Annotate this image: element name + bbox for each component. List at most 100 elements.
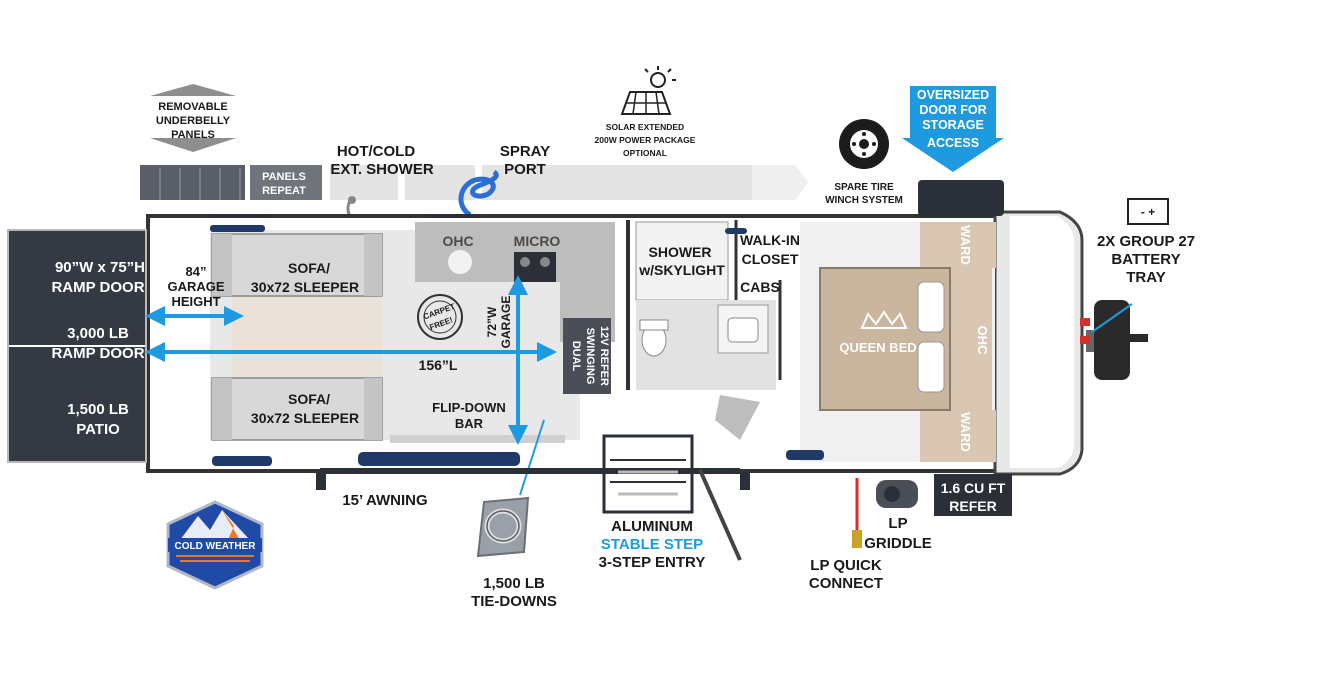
underbelly-line1: REMOVABLE bbox=[158, 101, 227, 113]
garage-width-line2: GARAGE bbox=[499, 296, 513, 349]
hot-cold-shower-line1: HOT/COLD bbox=[337, 143, 415, 160]
hitch-jack-icon bbox=[1080, 300, 1148, 380]
oversized-door-arrow bbox=[902, 86, 1004, 172]
stove-icon bbox=[514, 252, 556, 282]
front-cap bbox=[993, 210, 1084, 476]
sofa-bottom-line2: 30x72 SLEEPER bbox=[251, 410, 359, 426]
entry-door bbox=[715, 395, 760, 440]
panels-repeat-line1: PANELS bbox=[262, 171, 306, 183]
tie-down-pointer bbox=[519, 419, 545, 496]
ohc-bed-label: OHC bbox=[975, 326, 990, 356]
storage-door bbox=[918, 180, 1004, 216]
refer-small-box bbox=[934, 474, 1012, 516]
windows bbox=[210, 225, 824, 466]
refer-small-line2: REFER bbox=[949, 498, 996, 514]
garage-height-line1: 84” bbox=[186, 264, 207, 279]
cabs-label: CABS bbox=[740, 279, 780, 295]
awning-rail bbox=[316, 468, 750, 490]
ramp-door bbox=[7, 229, 147, 463]
patio-line2: PATIO bbox=[76, 421, 120, 438]
garage-length-label: 156”L bbox=[419, 357, 458, 373]
hot-cold-shower-line2: EXT. SHOWER bbox=[330, 161, 434, 178]
tie-downs-line1: 1,500 LB bbox=[483, 575, 545, 592]
step-line3: 3-STEP ENTRY bbox=[599, 554, 706, 571]
garage-rug bbox=[232, 290, 382, 380]
awning-label: 15’ AWNING bbox=[342, 492, 427, 509]
ramp-door-weight-line1: 3,000 LB bbox=[67, 325, 129, 342]
sofa-top bbox=[211, 233, 383, 297]
ward-top-box bbox=[920, 222, 996, 268]
ward-top-label: WARD bbox=[958, 225, 973, 265]
solar-line2: 200W POWER PACKAGE bbox=[595, 135, 696, 145]
shower-hook-icon bbox=[346, 196, 356, 217]
panels-repeat-box bbox=[250, 165, 322, 200]
ohc-front-label: OHC bbox=[442, 233, 473, 249]
refer-small-line1: 1.6 CU FT bbox=[941, 480, 1006, 496]
carpet-free-stamp bbox=[417, 294, 463, 340]
flip-down-bar bbox=[390, 435, 565, 443]
lp-griddle-line2: GRIDDLE bbox=[864, 535, 932, 552]
oversized-door-line2: DOOR FOR bbox=[919, 103, 986, 117]
refer-line3: 12V REFER bbox=[598, 326, 610, 386]
ramp-door-size-line2: RAMP DOOR bbox=[51, 279, 144, 296]
oversized-door-line1: OVERSIZED bbox=[917, 88, 989, 102]
sink-icon bbox=[717, 304, 769, 354]
panels-repeat-line2: REPEAT bbox=[262, 185, 306, 197]
lp-griddle-icon bbox=[876, 480, 918, 508]
battery-line3: TRAY bbox=[1126, 269, 1165, 286]
roof-vents bbox=[210, 214, 476, 218]
garage-width-line1: 72”W bbox=[485, 306, 499, 337]
patio-line1: 1,500 LB bbox=[67, 401, 129, 418]
underbelly-arrow-icon bbox=[150, 84, 236, 152]
step-line2: STABLE STEP bbox=[601, 536, 703, 553]
solar-panel-icon bbox=[620, 66, 676, 115]
pillow-bottom bbox=[917, 341, 945, 393]
spare-tire-line2: WINCH SYSTEM bbox=[825, 195, 903, 206]
refer-line2: SWINGING bbox=[584, 328, 596, 385]
spray-port-line1: SPRAY bbox=[500, 143, 550, 160]
entry-steps bbox=[602, 434, 742, 561]
garage-height-line3: HEIGHT bbox=[171, 294, 220, 309]
refer-line1: DUAL bbox=[570, 341, 582, 372]
shower-line1: SHOWER bbox=[649, 244, 712, 260]
solar-line1: SOLAR EXTENDED bbox=[606, 122, 684, 132]
spray-hose-icon bbox=[458, 169, 499, 218]
lp-quick-line1: LP QUICK bbox=[810, 557, 882, 574]
closet-line1: WALK-IN bbox=[740, 232, 800, 248]
step-line1: ALUMINUM bbox=[611, 518, 693, 535]
flip-down-bar-line2: BAR bbox=[455, 416, 484, 431]
flip-down-bar-line1: FLIP-DOWN bbox=[432, 400, 506, 415]
ward-bottom-label: WARD bbox=[958, 412, 973, 452]
cold-weather-badge bbox=[166, 500, 264, 590]
pillow-top bbox=[917, 281, 945, 333]
sofa-bottom-line1: SOFA/ bbox=[288, 391, 330, 407]
battery-line2: BATTERY bbox=[1111, 251, 1180, 268]
cold-weather-label: COLD WEATHER bbox=[175, 541, 257, 552]
oversized-door-line4: ACCESS bbox=[927, 136, 979, 150]
ward-bottom-box bbox=[920, 410, 996, 462]
spare-tire-icon bbox=[839, 119, 889, 169]
oversized-door-line3: STORAGE bbox=[922, 118, 984, 132]
micro-label: MICRO bbox=[514, 233, 561, 249]
underbelly-label: REMOVABLE UNDERBELLY PANELS bbox=[156, 101, 231, 141]
closet-line2: CLOSET bbox=[742, 251, 799, 267]
spare-tire-line1: SPARE TIRE bbox=[834, 182, 894, 193]
garage-height-line2: GARAGE bbox=[167, 279, 224, 294]
ohc-bed-box bbox=[950, 268, 992, 410]
battery-line1: 2X GROUP 27 bbox=[1097, 233, 1195, 250]
underbelly-line2: UNDERBELLY bbox=[156, 115, 231, 127]
refer-box bbox=[563, 318, 611, 394]
tie-downs-line2: TIE-DOWNS bbox=[471, 593, 557, 610]
spray-port-line2: PORT bbox=[504, 161, 546, 178]
battery-symbol: - + bbox=[1141, 205, 1155, 219]
lp-quick-line2: CONNECT bbox=[809, 575, 883, 592]
toilet-icon bbox=[639, 319, 669, 357]
lp-griddle-line1: LP bbox=[888, 515, 907, 532]
sofa-bottom bbox=[211, 377, 383, 441]
underbelly-line3: PANELS bbox=[171, 129, 215, 141]
shower-line2: w/SKYLIGHT bbox=[638, 262, 725, 278]
ramp-door-size-line1: 90”W x 75”H bbox=[55, 259, 145, 276]
solar-line3: OPTIONAL bbox=[623, 148, 667, 158]
